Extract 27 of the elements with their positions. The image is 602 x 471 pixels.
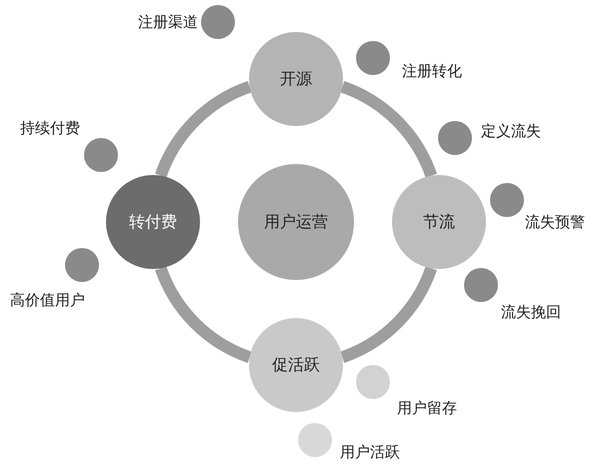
dot-circle [464,268,498,302]
dot-circle [65,248,99,282]
circle-label: 定义流失 [481,122,541,140]
dot-circle [84,138,118,172]
ring-arc [340,266,437,363]
topic-circle: 促活跃 [249,318,343,412]
circle-label: 流失预警 [525,212,585,232]
circle-label: 用户留存 [397,398,457,418]
topic-circle: 开源 [249,32,343,126]
dot-circle [298,423,332,457]
center-circle: 用户运营 [238,164,354,280]
ring-arc [340,81,437,178]
dot-circle [490,183,524,217]
ring-arc [155,266,252,363]
circle-label: 持续付费 [20,118,80,138]
ring-arc [155,81,252,178]
dot-circle [201,5,235,39]
circle-label: 注册渠道 [138,12,198,32]
circle-label: 高价值用户 [10,290,85,310]
circle-label: 流失挽回 [501,302,561,322]
topic-circle: 转付费 [106,175,200,269]
circle-label: 注册转化 [402,62,462,80]
topic-circle: 节流 [392,175,486,269]
dot-circle [438,121,472,155]
circle-label: 用户活跃 [340,442,400,462]
dot-circle [356,365,390,399]
dot-circle [356,41,390,75]
